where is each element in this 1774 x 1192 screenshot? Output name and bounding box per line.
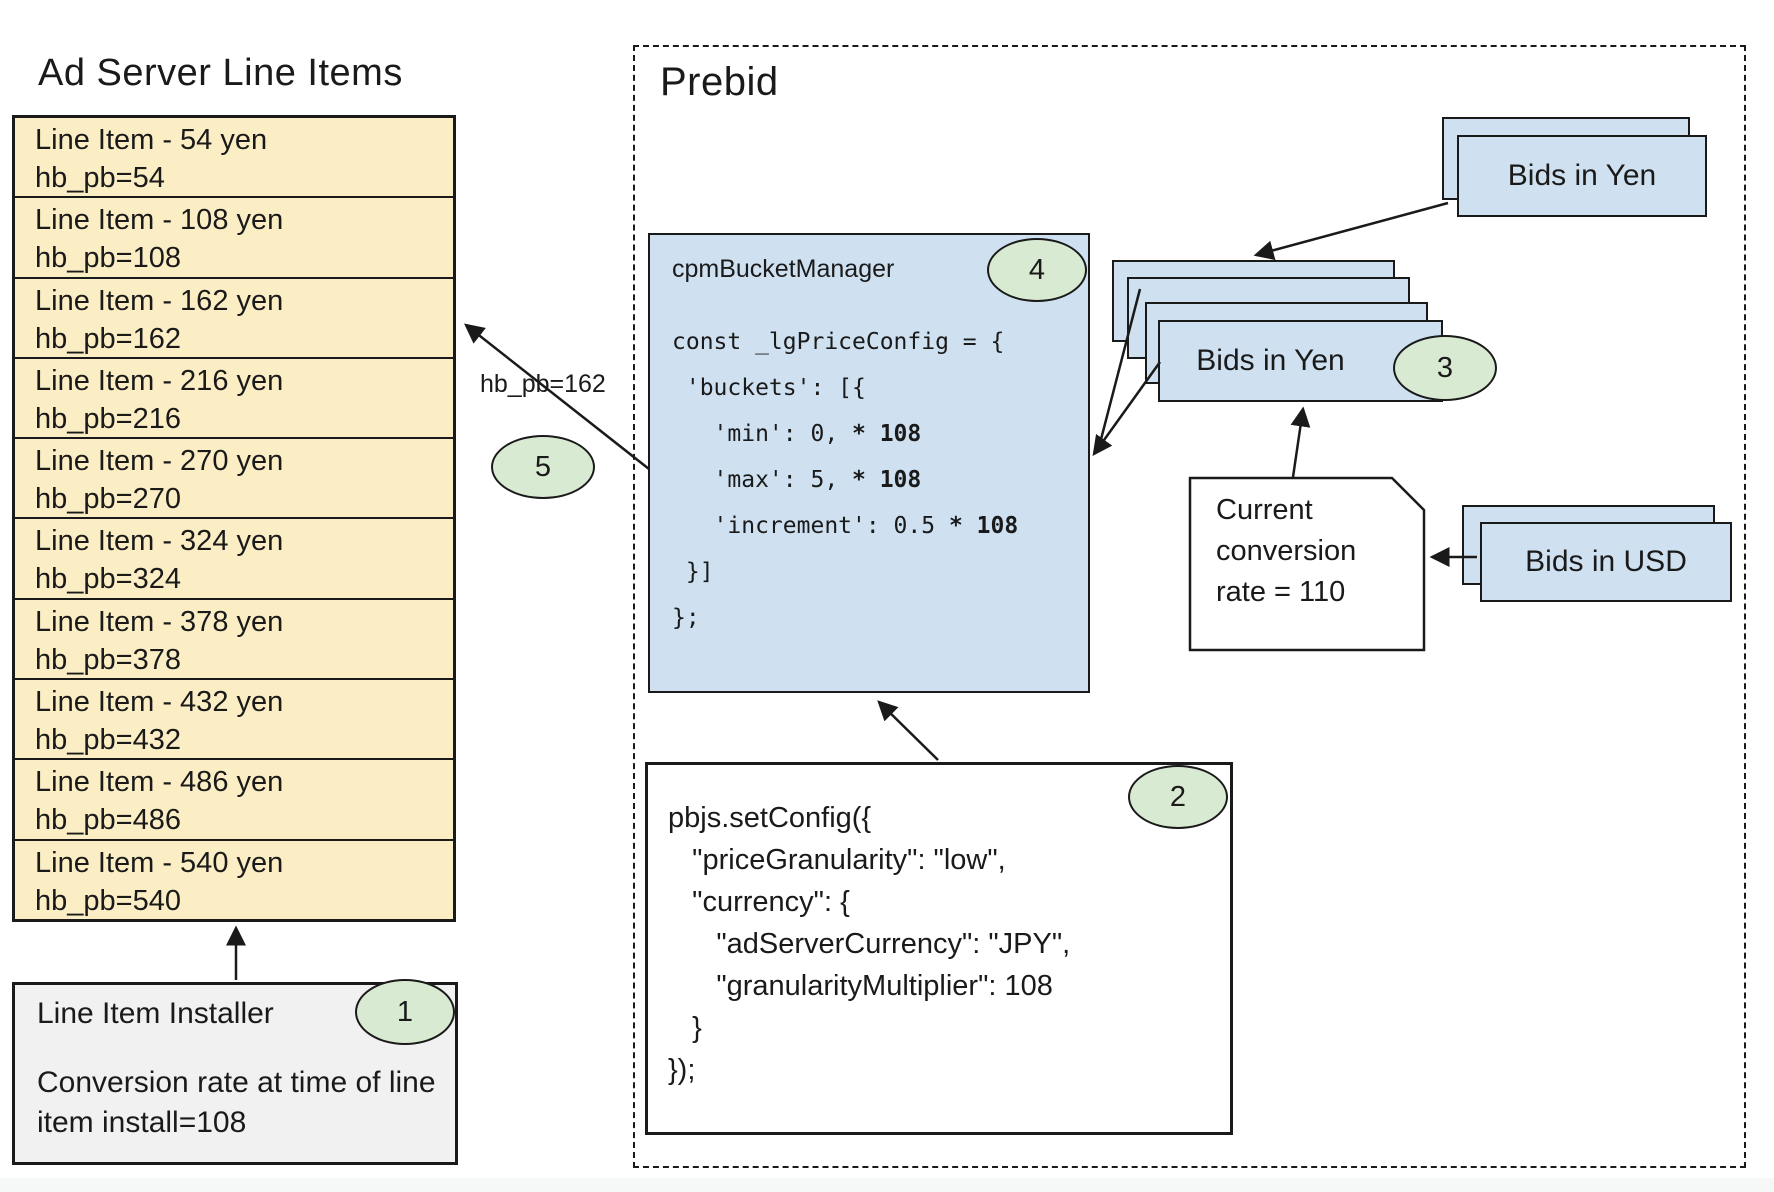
line-item-param: hb_pb=378 [35, 643, 181, 676]
bids-in-usd-label: Bids in USD [1525, 545, 1687, 578]
line-item-label: Line Item - 54 yen [35, 124, 268, 156]
installer-note: Conversion rate at time of line item ins… [37, 1066, 436, 1139]
bids-in-yen-source-card: Bids in Yen [1457, 135, 1707, 217]
set-config-box: pbjs.setConfig({ "priceGranularity": "lo… [645, 762, 1233, 1135]
line-item-label: Line Item - 108 yen [35, 204, 284, 237]
line-item-label: Line Item - 162 yen [35, 284, 284, 317]
line-item-param: hb_pb=108 [35, 242, 181, 275]
line-item-label: Line Item - 432 yen [35, 686, 284, 719]
installer-title: Line Item Installer [37, 997, 274, 1030]
table-row: Line Item - 270 yen hb_pb=270 [15, 437, 453, 517]
code-line: "adServerCurrency": "JPY", [668, 928, 1071, 960]
ad-server-title: Ad Server Line Items [38, 52, 403, 94]
table-row: Line Item - 540 yen hb_pb=540 [15, 838, 453, 919]
line-items-table: Line Item - 54 yen hb_pb=54 Line Item - … [12, 115, 456, 922]
conversion-note-line: Current [1216, 494, 1313, 526]
code-line: 'buckets': [{ [672, 375, 866, 401]
table-row: Line Item - 378 yen hb_pb=378 [15, 597, 453, 678]
bottom-strip [0, 1178, 1774, 1192]
conversion-note-line: rate = 110 [1216, 576, 1346, 608]
code-line: } [668, 1012, 702, 1044]
bids-in-yen-source-label: Bids in Yen [1507, 159, 1657, 192]
line-item-label: Line Item - 540 yen [35, 846, 284, 879]
table-row: Line Item - 486 yen hb_pb=486 [15, 758, 453, 838]
step-badge-4: 4 [987, 238, 1087, 302]
line-item-param: hb_pb=270 [35, 483, 181, 516]
line-item-param: hb_pb=486 [35, 804, 181, 837]
set-config-code: pbjs.setConfig({ "priceGranularity": "lo… [668, 797, 1070, 1091]
line-item-param: hb_pb=54 [35, 162, 165, 194]
step-badge-3: 3 [1393, 335, 1497, 401]
line-item-label: Line Item - 270 yen [35, 445, 284, 478]
line-item-param: hb_pb=216 [35, 402, 181, 435]
line-item-param: hb_pb=162 [35, 322, 181, 355]
code-line: "granularityMultiplier": 108 [668, 970, 1053, 1002]
line-item-label: Line Item - 216 yen [35, 364, 284, 397]
code-line: pbjs.setConfig({ [668, 802, 872, 834]
table-row: Line Item - 324 yen hb_pb=324 [15, 517, 453, 597]
table-row: Line Item - 432 yen hb_pb=432 [15, 678, 453, 758]
line-item-param: hb_pb=324 [35, 563, 181, 596]
cpm-bucket-manager-box: cpmBucketManager const _lgPriceConfig = … [648, 233, 1090, 693]
code-line: "priceGranularity": "low", [668, 844, 1006, 876]
bids-in-yen-label: Bids in Yen [1196, 344, 1345, 377]
price-config-code: const _lgPriceConfig = { 'buckets': [{ '… [672, 319, 1018, 641]
table-row: Line Item - 216 yen hb_pb=216 [15, 356, 453, 437]
code-line: const _lgPriceConfig = { [672, 329, 1005, 355]
line-item-param: hb_pb=540 [35, 884, 181, 917]
step-badge-2: 2 [1128, 765, 1228, 829]
code-line: }; [672, 605, 700, 631]
table-row: Line Item - 54 yen hb_pb=54 [15, 118, 453, 196]
line-item-param: hb_pb=432 [35, 724, 181, 757]
line-item-label: Line Item - 378 yen [35, 605, 284, 638]
cpm-bucket-manager-title: cpmBucketManager [672, 255, 895, 283]
hb-pb-arrow-label: hb_pb=162 [480, 370, 606, 398]
table-row: Line Item - 162 yen hb_pb=162 [15, 276, 453, 357]
code-line: 'increment': 0.5 * 108 [672, 513, 1019, 539]
code-line: 'min': 0, * 108 [672, 421, 922, 447]
step-badge-1: 1 [355, 979, 455, 1045]
conversion-note-line: conversion [1216, 535, 1357, 567]
code-line: "currency": { [668, 886, 850, 918]
table-row: Line Item - 108 yen hb_pb=108 [15, 196, 453, 276]
bids-in-usd-card: Bids in USD [1480, 522, 1732, 602]
prebid-title: Prebid [660, 60, 779, 104]
prebid-frame [633, 45, 1746, 1168]
step-badge-5: 5 [491, 435, 595, 499]
conversion-note-text: Current conversion rate = 110 [1216, 490, 1356, 613]
code-line: }); [668, 1054, 696, 1086]
line-item-label: Line Item - 486 yen [35, 766, 284, 799]
line-item-label: Line Item - 324 yen [35, 525, 284, 558]
code-line: }] [672, 559, 714, 585]
code-line: 'max': 5, * 108 [672, 467, 922, 493]
